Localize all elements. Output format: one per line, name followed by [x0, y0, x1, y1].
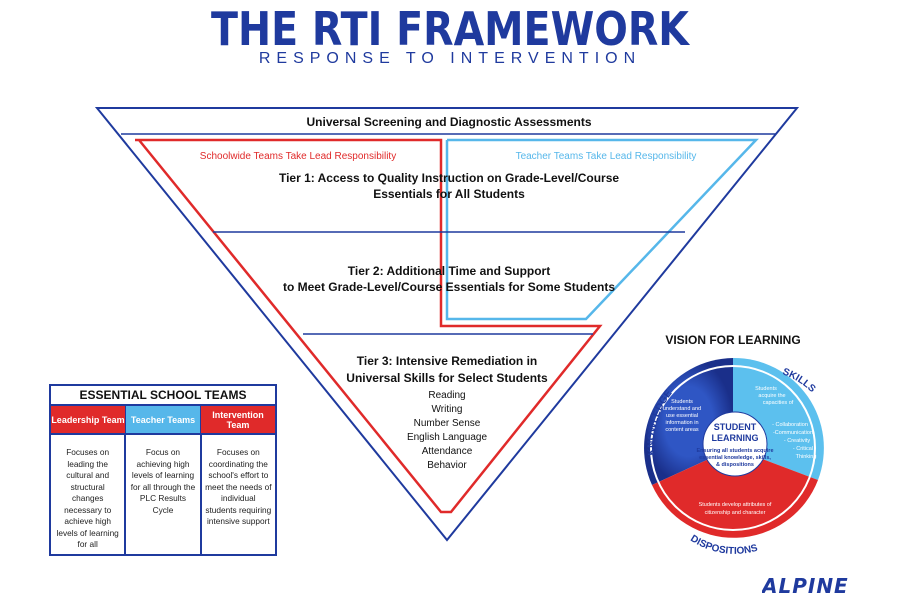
- knowledge-text-5: content areas: [665, 427, 699, 433]
- teacher-teams-desc: Focus on achieving high levels of learni…: [126, 435, 202, 556]
- page-title: THE RTI FRAMEWORK: [211, 2, 689, 56]
- alpine-logo: ALPINE: [762, 574, 849, 598]
- leadership-team-header: Leadership Team: [51, 406, 126, 433]
- knowledge-text-1: Students: [671, 399, 693, 405]
- leadership-team-desc: Focuses on leading the cultural and stru…: [51, 435, 127, 556]
- skill-number-sense: Number Sense: [414, 418, 481, 429]
- vision-title: VISION FOR LEARNING: [665, 333, 800, 347]
- tier3-line2: Universal Skills for Select Students: [346, 371, 548, 385]
- vision-ring: [650, 365, 816, 531]
- teams-body-row: Focuses on leading the cultural and stru…: [51, 433, 275, 556]
- teacher-path: [445, 138, 759, 321]
- center-text-2: essential knowledge, skills,: [699, 455, 771, 461]
- dispositions-text-1: Students develop attributes of: [699, 502, 772, 508]
- tier2-line1: Tier 2: Additional Time and Support: [348, 264, 550, 278]
- skill-reading: Reading: [428, 390, 465, 401]
- dispositions-sector: [652, 448, 818, 538]
- center-text-3: & dispositions: [716, 462, 754, 468]
- center-title-1: STUDENT: [714, 422, 757, 432]
- center-title-2: LEARNING: [712, 433, 759, 443]
- intervention-team-header: Intervention Team: [201, 406, 275, 433]
- center-circle: [702, 411, 768, 477]
- screening-label: Universal Screening and Diagnostic Asses…: [307, 115, 592, 129]
- skills-list-1: - Collaboration: [772, 422, 808, 428]
- skill-writing: Writing: [432, 404, 463, 415]
- knowledge-text-2: understand and: [663, 406, 701, 412]
- essential-teams-table: ESSENTIAL SCHOOL TEAMS Leadership Team T…: [49, 384, 277, 556]
- skills-list-2: -Communication: [773, 430, 813, 436]
- tier1-line2: Essentials for All Students: [373, 187, 525, 201]
- teams-title: ESSENTIAL SCHOOL TEAMS: [51, 386, 275, 406]
- knowledge-text-3: use essential: [666, 413, 698, 419]
- intervention-team-desc: Focuses on coordinating the school's eff…: [205, 447, 272, 526]
- skills-text-2: acquire the: [758, 393, 785, 399]
- pyramid-outline: [94, 107, 800, 542]
- dispositions-text-2: citizenship and character: [705, 510, 766, 516]
- schoolwide-path: [135, 138, 603, 514]
- center-text-1: Ensuring all students acquire: [696, 448, 773, 454]
- teams-header-row: Leadership Team Teacher Teams Interventi…: [51, 406, 275, 433]
- skills-list-4: - Critical: [793, 446, 813, 452]
- skills-text-1: Students: [755, 386, 777, 392]
- tier3-line1: Tier 3: Intensive Remediation in: [357, 354, 538, 368]
- skills-list-3: - Creativity: [784, 438, 811, 444]
- skill-attendance: Attendance: [422, 446, 473, 457]
- skills-text-3: capacities of: [763, 400, 794, 406]
- skill-behavior: Behavior: [427, 460, 467, 471]
- teacher-teams-header: Teacher Teams: [126, 406, 201, 433]
- teacher-lead-label: Teacher Teams Take Lead Responsibility: [516, 151, 697, 162]
- tier1-line1: Tier 1: Access to Quality Instruction on…: [279, 171, 619, 185]
- skill-english-language: English Language: [407, 432, 488, 443]
- knowledge-text-4: information in: [665, 420, 698, 426]
- page-subtitle: RESPONSE TO INTERVENTION: [258, 50, 642, 67]
- tier2-line2: to Meet Grade-Level/Course Essentials fo…: [283, 280, 615, 294]
- schoolwide-lead-label: Schoolwide Teams Take Lead Responsibilit…: [200, 151, 396, 162]
- skills-list-5: Thinking: [796, 454, 817, 460]
